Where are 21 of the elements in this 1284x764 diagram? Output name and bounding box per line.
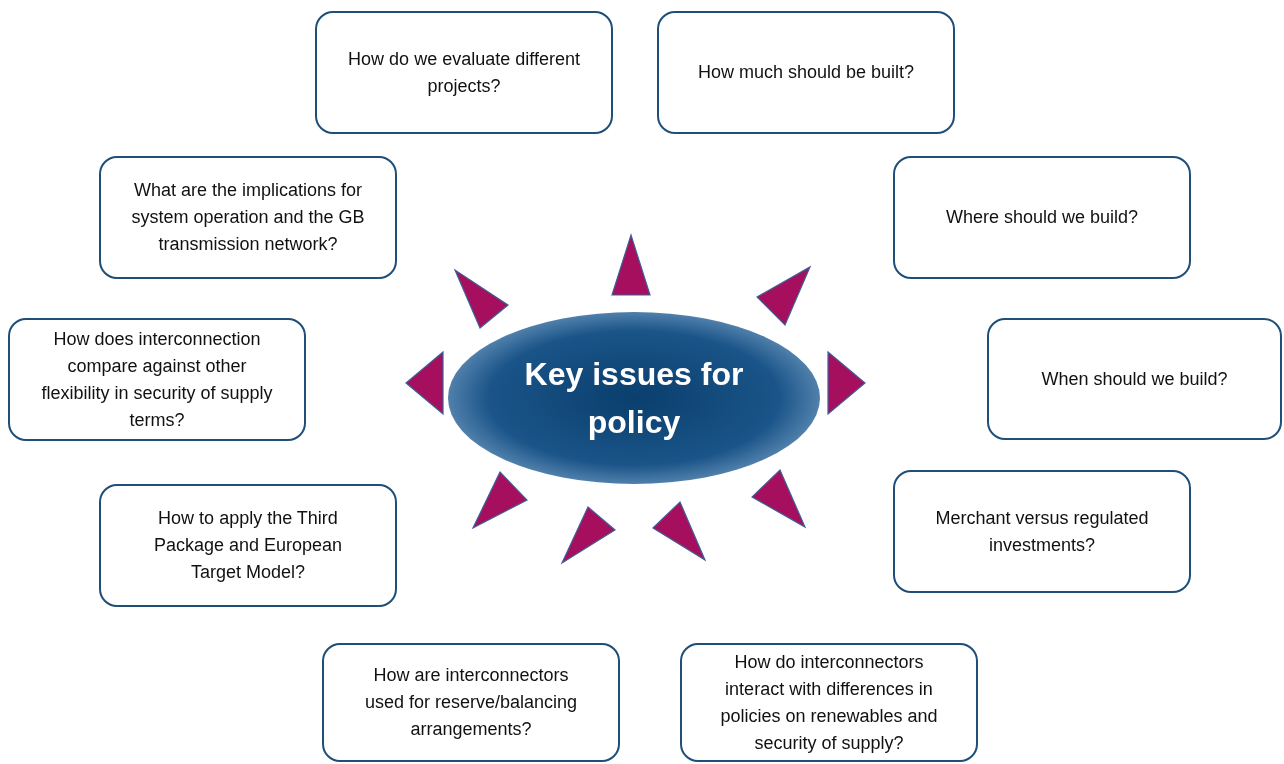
question-text: How do we evaluate different projects? [347,47,581,98]
question-box [657,11,955,134]
question-text: How to apply the Third Package and European Target Model? [152,507,344,584]
question-text: When should we build? [1041,367,1228,391]
question-box [99,156,397,279]
question-text: Merchant versus regulated investments? [934,506,1150,557]
question-box [322,643,620,762]
question-text: Where should we build? [945,206,1139,229]
question-box [99,484,397,607]
question-text: How does interconnection compare against other flexibility in security of supply terms? [40,327,274,432]
question-text: What are the implications for system operation and the GB transmission network? [131,179,365,256]
question-box [315,11,613,134]
question-box [893,470,1191,593]
question-box [680,643,978,762]
question-box [893,156,1191,279]
question-text: How much should be built? [697,61,915,84]
central-title: Key issues for policy [523,355,745,442]
question-box [8,318,306,441]
question-text: How are interconnectors used for reserve/balancing arrangements? [363,664,579,741]
question-text: How do interconnectors interact with differences in policies on renewables and security of supply? [719,650,939,755]
question-box [987,318,1282,440]
